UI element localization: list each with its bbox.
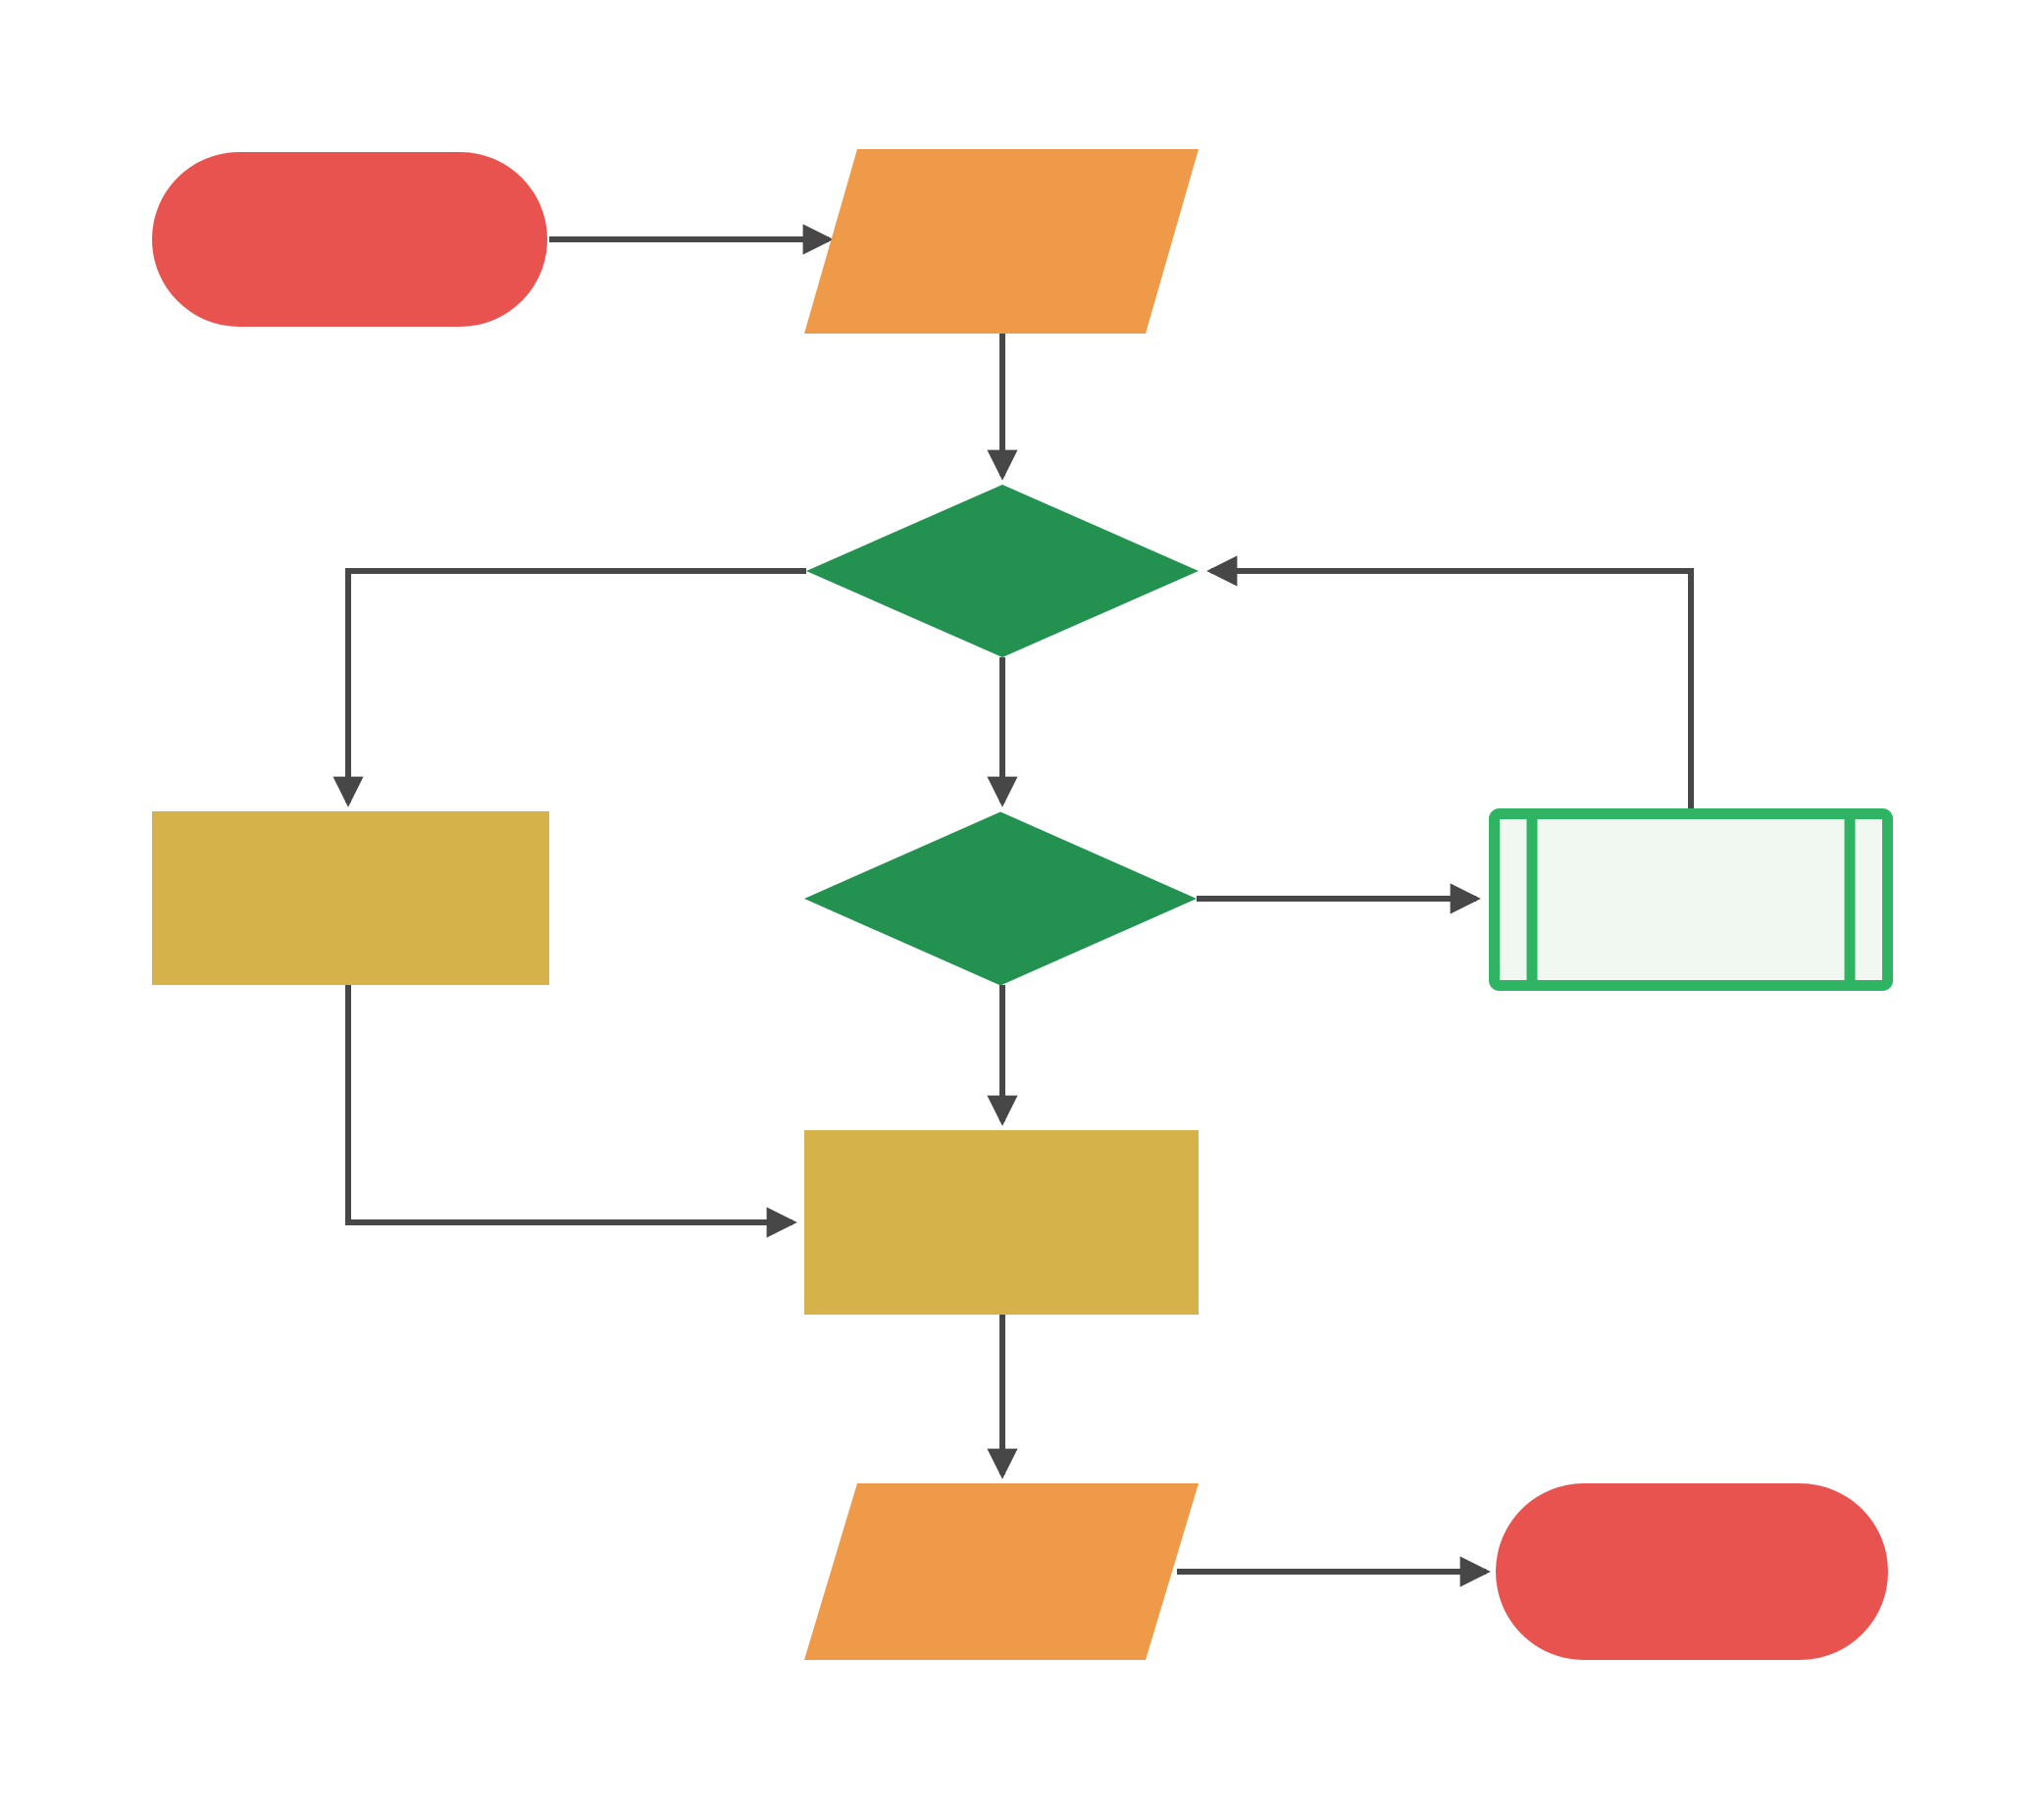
input-parallelogram[interactable]: [804, 149, 1199, 334]
end-terminator[interactable]: [1496, 1483, 1888, 1660]
start-terminator[interactable]: [152, 152, 547, 327]
subroutine-node[interactable]: [1489, 808, 1893, 991]
edge-decision1-to-processA[interactable]: [332, 568, 806, 807]
input-parallelogram-body: [804, 149, 1199, 334]
subroutine-node-body: [1489, 808, 1893, 991]
end-terminator-body: [1496, 1483, 1888, 1660]
edge-subroutine-to-decision1[interactable]: [1206, 555, 1694, 808]
process-rectangle-b[interactable]: [804, 1130, 1199, 1315]
process-rectangle-a-body: [152, 811, 549, 985]
decision-diamond-2-body: [804, 811, 1197, 986]
start-terminator-body: [152, 152, 547, 327]
output-parallelogram-body: [804, 1483, 1199, 1660]
decision-diamond-2[interactable]: [804, 811, 1197, 986]
edge-processA-to-processB[interactable]: [345, 985, 797, 1238]
decision-diamond-1[interactable]: [806, 485, 1199, 657]
edges-group: [332, 224, 1694, 1587]
process-rectangle-b-body: [804, 1130, 1199, 1315]
output-parallelogram[interactable]: [804, 1483, 1199, 1660]
decision-diamond-1-body: [806, 485, 1199, 657]
process-rectangle-a[interactable]: [152, 811, 549, 985]
nodes-group: [152, 149, 1893, 1660]
